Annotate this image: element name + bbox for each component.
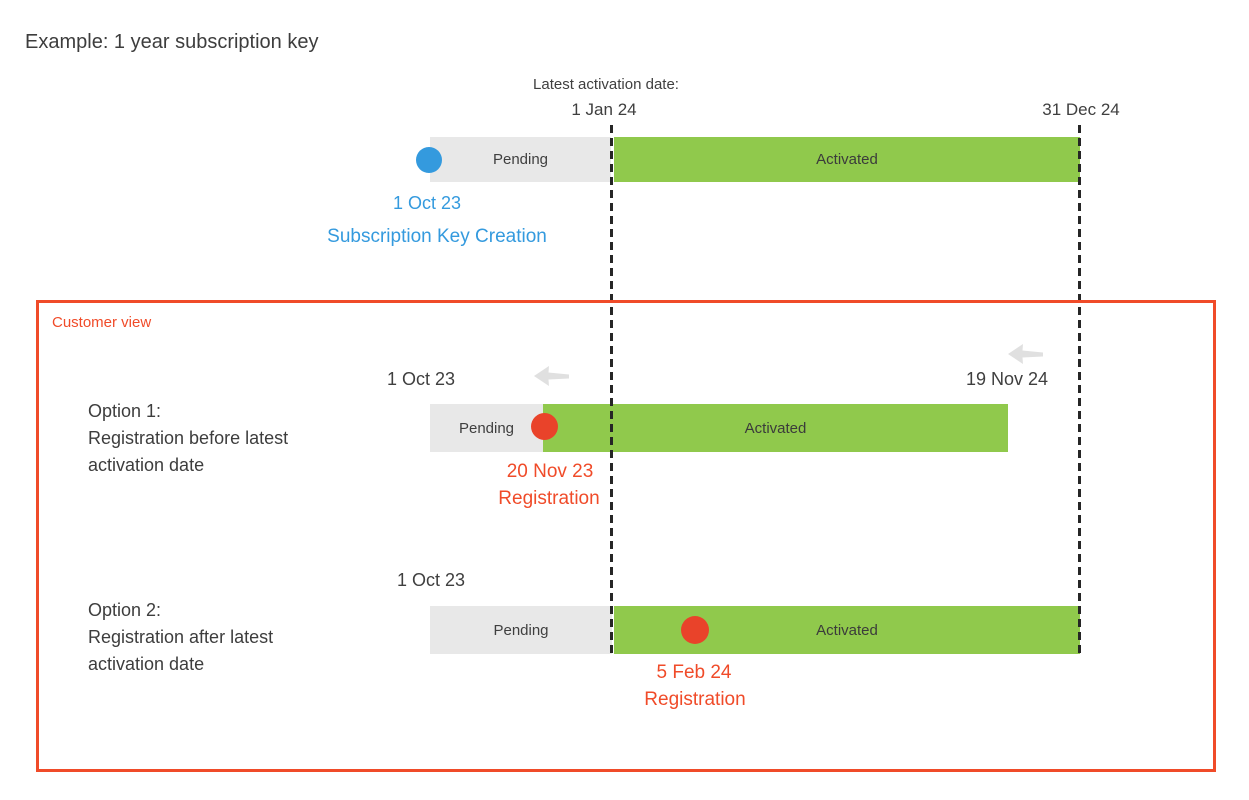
customer-view-label: Customer view bbox=[52, 314, 152, 331]
option1-activated-label: Activated bbox=[744, 419, 807, 437]
option1-activated-bar: Activated bbox=[543, 404, 1008, 452]
option1-registration-dot bbox=[531, 413, 558, 440]
option2-start-date: 1 Oct 23 bbox=[396, 570, 466, 590]
option2-description: Option 2: Registration after latest acti… bbox=[88, 597, 273, 678]
key-creation-dot bbox=[416, 147, 442, 173]
page-title: Example: 1 year subscription key bbox=[25, 31, 319, 53]
latest-activation-dashed-line bbox=[610, 125, 613, 658]
shift-left-arrow-icon bbox=[1008, 344, 1043, 364]
option1-end-date: 19 Nov 24 bbox=[965, 369, 1049, 389]
option1-event-label: Registration bbox=[498, 488, 600, 509]
option1-start-date: 1 Oct 23 bbox=[386, 369, 456, 389]
option1-description: Option 1: Registration before latest act… bbox=[88, 398, 288, 479]
end-date: 31 Dec 24 bbox=[1042, 100, 1120, 119]
option2-event-date: 5 Feb 24 bbox=[656, 662, 732, 683]
end-date-dashed-line bbox=[1078, 125, 1081, 658]
key-activated-bar: Activated bbox=[614, 137, 1080, 182]
option2-event-label: Registration bbox=[644, 689, 746, 710]
option2-title: Option 2: bbox=[88, 600, 162, 620]
option2-line2: Registration after latest bbox=[88, 627, 274, 647]
option1-title: Option 1: bbox=[88, 401, 162, 421]
option1-pending-label: Pending bbox=[458, 419, 515, 437]
option1-line2: Registration before latest bbox=[88, 428, 289, 448]
key-pending-bar: Pending bbox=[430, 137, 611, 182]
key-creation-date: 1 Oct 23 bbox=[392, 193, 462, 213]
option2-pending-bar: Pending bbox=[430, 606, 612, 654]
option1-pending-bar: Pending bbox=[430, 404, 543, 452]
key-creation-label: Subscription Key Creation bbox=[327, 226, 547, 247]
latest-activation-label: Latest activation date: bbox=[533, 76, 679, 93]
key-pending-label: Pending bbox=[492, 151, 549, 168]
customer-view-box bbox=[36, 300, 1216, 772]
option2-pending-label: Pending bbox=[493, 621, 549, 639]
key-activated-label: Activated bbox=[816, 151, 878, 168]
shift-left-arrow-icon bbox=[534, 366, 569, 386]
option1-line3: activation date bbox=[88, 455, 205, 475]
option1-event-date: 20 Nov 23 bbox=[506, 461, 594, 482]
option2-line3: activation date bbox=[88, 654, 205, 674]
option2-activated-label: Activated bbox=[816, 621, 878, 639]
option2-registration-dot bbox=[681, 616, 709, 644]
latest-activation-date: 1 Jan 24 bbox=[571, 100, 637, 119]
